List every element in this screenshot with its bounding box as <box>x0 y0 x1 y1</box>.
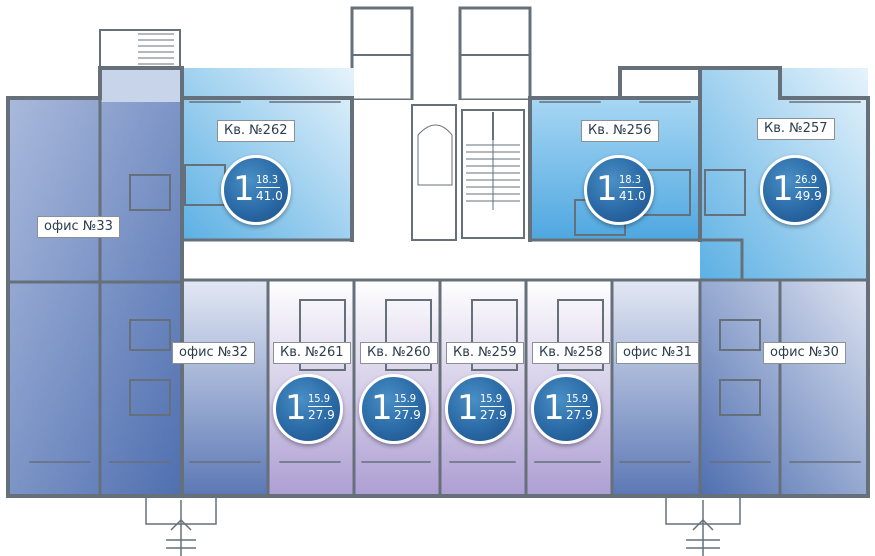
entrance-porch-right <box>665 493 741 556</box>
room-count: 1 <box>596 169 618 209</box>
room-count: 1 <box>233 169 255 209</box>
apartment-label-256: Кв. №256 <box>581 120 659 142</box>
room-count: 1 <box>285 388 307 428</box>
total-area: 27.9 <box>394 408 421 422</box>
total-area: 49.9 <box>795 189 822 203</box>
corridor-area <box>182 240 742 280</box>
total-area: 27.9 <box>308 408 335 422</box>
apartment-badge-260[interactable]: 1 15.9 27.9 <box>359 374 429 444</box>
apartment-badge-261[interactable]: 1 15.9 27.9 <box>273 374 343 444</box>
fraction-bar <box>480 406 504 407</box>
stair-flight <box>461 109 525 239</box>
living-area: 18.3 <box>256 173 279 186</box>
entrance-porch-left <box>145 493 217 556</box>
total-area: 27.9 <box>480 408 507 422</box>
entrance-stairs-top <box>99 29 181 71</box>
fraction-bar <box>308 406 332 407</box>
living-area: 15.9 <box>308 392 331 405</box>
office-30-area <box>700 280 868 495</box>
living-area: 15.9 <box>480 392 503 405</box>
room-count: 1 <box>543 388 565 428</box>
office-label-30: офис №30 <box>763 342 846 364</box>
office-label-31: офис №31 <box>616 342 699 364</box>
apartment-badge-257[interactable]: 1 26.9 49.9 <box>760 155 830 225</box>
office-label-33: офис №33 <box>37 216 120 238</box>
apartment-label-258: Кв. №258 <box>532 342 610 364</box>
office-label-32: офис №32 <box>172 342 255 364</box>
fraction-bar <box>394 406 418 407</box>
apartment-badge-259[interactable]: 1 15.9 27.9 <box>445 374 515 444</box>
living-area: 15.9 <box>566 392 589 405</box>
room-count: 1 <box>457 388 479 428</box>
stairwell-block-top <box>350 6 532 102</box>
fraction-bar <box>566 406 590 407</box>
apartment-label-262: Кв. №262 <box>217 120 295 142</box>
room-count: 1 <box>772 169 794 209</box>
living-area: 18.3 <box>619 173 642 186</box>
apartment-badge-262[interactable]: 1 18.3 41.0 <box>221 155 291 225</box>
total-area: 41.0 <box>256 189 283 203</box>
walls <box>6 66 870 498</box>
office-33-top <box>100 68 182 102</box>
office-32-area <box>182 280 268 495</box>
total-area: 27.9 <box>566 408 593 422</box>
apartment-badge-256[interactable]: 1 18.3 41.0 <box>584 155 654 225</box>
apartment-badge-258[interactable]: 1 15.9 27.9 <box>531 374 601 444</box>
apartment-label-257: Кв. №257 <box>757 118 835 140</box>
fraction-bar <box>619 187 643 188</box>
apartment-label-260: Кв. №260 <box>360 342 438 364</box>
apartment-label-259: Кв. №259 <box>446 342 524 364</box>
room-count: 1 <box>371 388 393 428</box>
total-area: 41.0 <box>619 189 646 203</box>
office-33-area <box>10 100 182 495</box>
office-31-area <box>612 280 700 495</box>
apartment-label-261: Кв. №261 <box>273 342 351 364</box>
living-area: 15.9 <box>394 392 417 405</box>
fraction-bar <box>795 187 819 188</box>
living-area: 26.9 <box>795 173 818 186</box>
elevator-shaft <box>411 104 457 241</box>
fraction-bar <box>256 187 280 188</box>
